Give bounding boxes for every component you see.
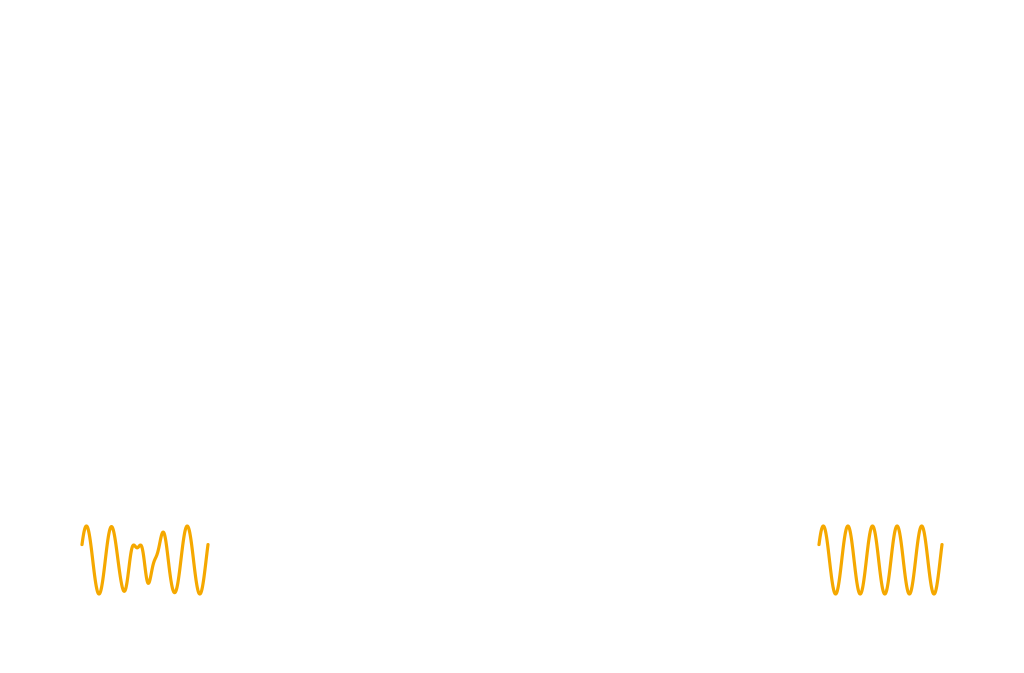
right-waveform	[817, 524, 944, 596]
left-waveform	[80, 524, 210, 596]
